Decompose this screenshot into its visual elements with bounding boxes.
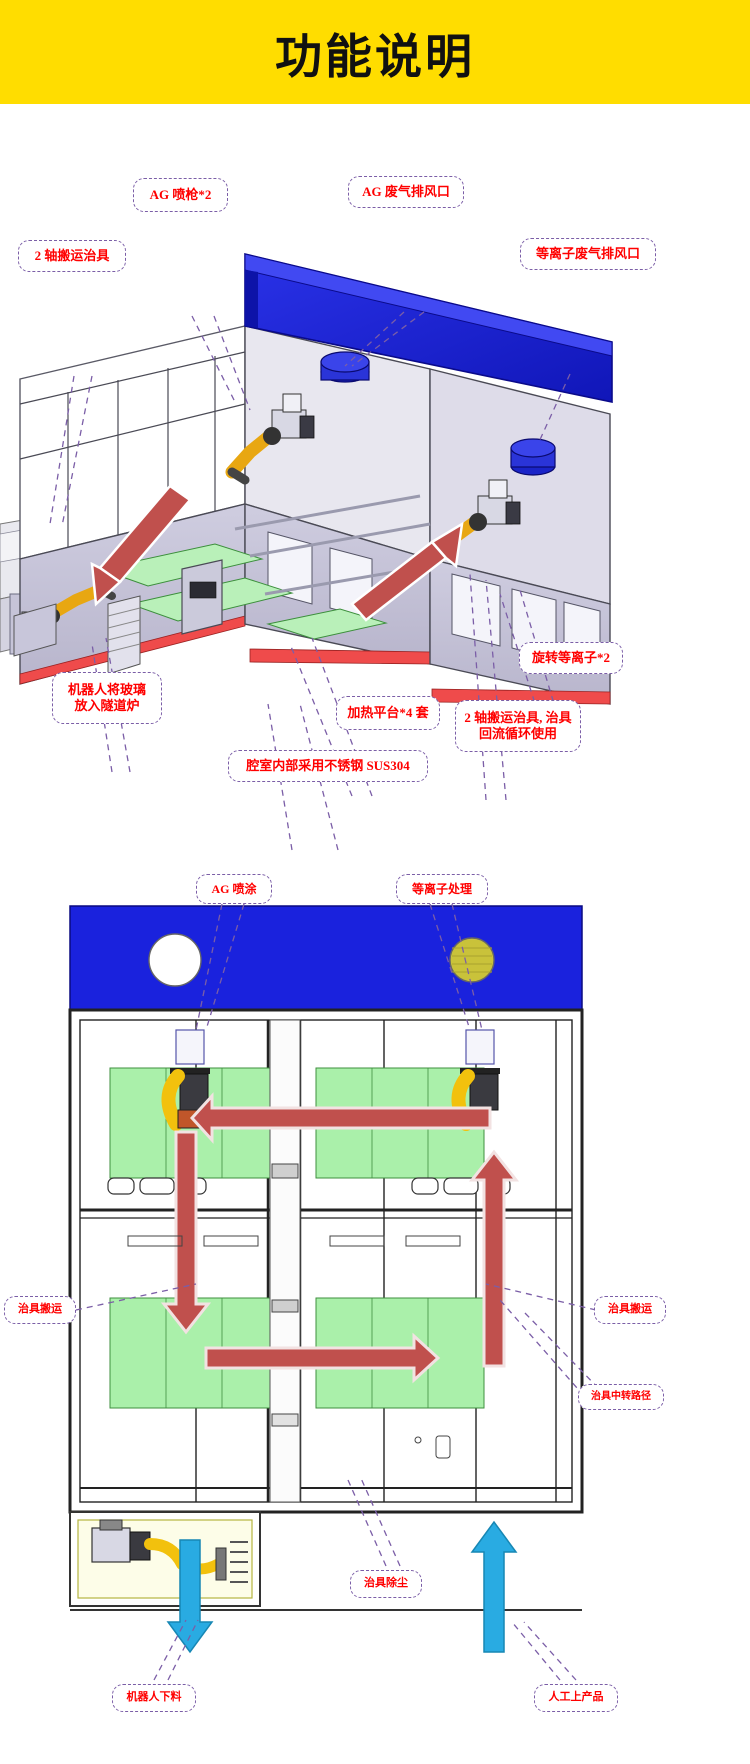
callout-two-axis-jig: 2 轴搬运治具 [18,240,126,272]
jig-fixtures [107,1177,511,1195]
page-banner: 功能说明 [0,0,750,104]
flow-arrow-left [90,484,192,607]
robot-ag-spray [161,1029,210,1131]
blue-roof-band [69,905,583,1011]
figure-isometric-layout: AG 喷枪*2 AG 废气排风口 等离子废气排风口 2 轴搬运治具 机器人将玻璃… [0,104,750,894]
blue-roof [244,252,613,403]
plasma-exhaust-duct [510,438,556,476]
control-panel [181,559,223,635]
callout-heating-platform: 加热平台*4 套 [336,696,440,730]
callout-rotary-plasma: 旋转等离子*2 [519,642,623,674]
flow-arrow-top-left [189,1092,492,1144]
page-title: 功能说明 [275,29,475,83]
callout-jig-transfer-left: 治具搬运 [4,1296,76,1324]
robot-arm-loader [13,584,116,657]
flow-arrow-bottom-right [204,1332,441,1384]
blue-arrow-unload [166,1539,214,1654]
bottom-station [69,1511,582,1611]
flow-arrow-down-left [160,1130,212,1335]
robot-arm-ag [225,393,315,485]
callout-ag-spray-gun: AG 喷枪*2 [133,178,228,212]
callout-ag-spray-coating: AG 喷涂 [196,874,272,904]
ag-exhaust-port [148,933,202,987]
blue-arrow-load [470,1520,518,1653]
callout-jig-transfer-path: 治具中转路径 [578,1384,664,1410]
callout-robot-unload: 机器人下料 [112,1684,196,1712]
callout-jig-transfer-right: 治具搬运 [594,1296,666,1324]
callout-plasma-treatment: 等离子处理 [396,874,488,904]
jig-rack [107,595,141,675]
callout-ag-exhaust-outlet: AG 废气排风口 [348,176,464,208]
plasma-exhaust-port [449,937,495,983]
front-elevation-drawing [68,903,607,1681]
center-transfer-shaft [269,1019,301,1503]
ag-exhaust-duct [320,351,370,383]
leader-lines-2 [75,903,607,1681]
callout-plasma-exhaust-outlet: 等离子废气排风口 [520,238,656,270]
callout-jig-dust-removal: 治具除尘 [350,1570,422,1598]
panel-details [127,1235,461,1459]
flow-arrow-right [350,521,464,622]
flow-arrow-up-right [468,1149,520,1368]
isometric-machine-drawing [0,252,613,851]
callout-manual-load-product: 人工上产品 [534,1684,618,1712]
callout-two-axis-jig-recirc: 2 轴搬运治具, 治具 回流循环使用 [455,700,581,752]
callout-robot-load-furnace: 机器人将玻璃 放入隧道炉 [52,672,162,724]
figure-front-elevation: AG 喷涂 等离子处理 治具搬运 治具搬运 治具中转路径 治具除尘 机器人下料 … [0,874,750,1764]
callout-chamber-sus304: 腔室内部采用不锈钢 SUS304 [228,750,428,782]
